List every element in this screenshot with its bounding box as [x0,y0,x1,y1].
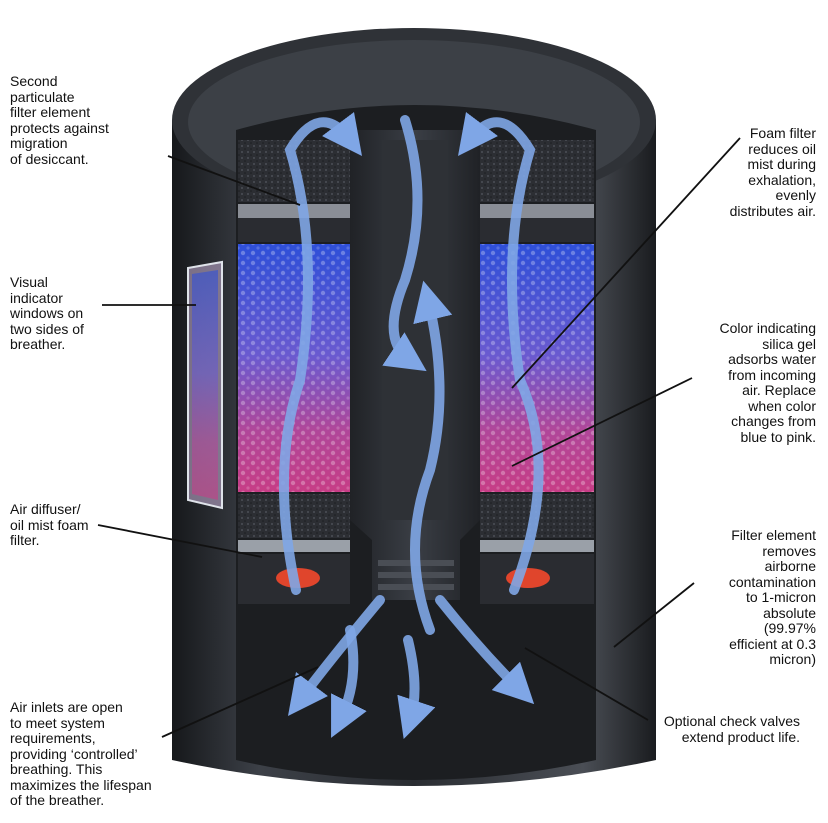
label-filter-element: Filter element removes airborne contamin… [729,528,816,668]
label-visual-indicator: Visual indicator windows on two sides of… [10,275,84,353]
label-air-inlets: Air inlets are open to meet system requi… [10,700,152,809]
label-foam-filter: Foam filter reduces oil mist during exha… [730,126,816,219]
label-silica-gel: Color indicating silica gel adsorbs wate… [720,321,817,445]
label-second-particulate: Second particulate filter element protec… [10,74,109,167]
label-air-diffuser: Air diffuser/ oil mist foam filter. [10,502,89,549]
label-check-valves: Optional check valves extend product lif… [664,714,800,745]
visual-indicator-window [188,262,222,508]
